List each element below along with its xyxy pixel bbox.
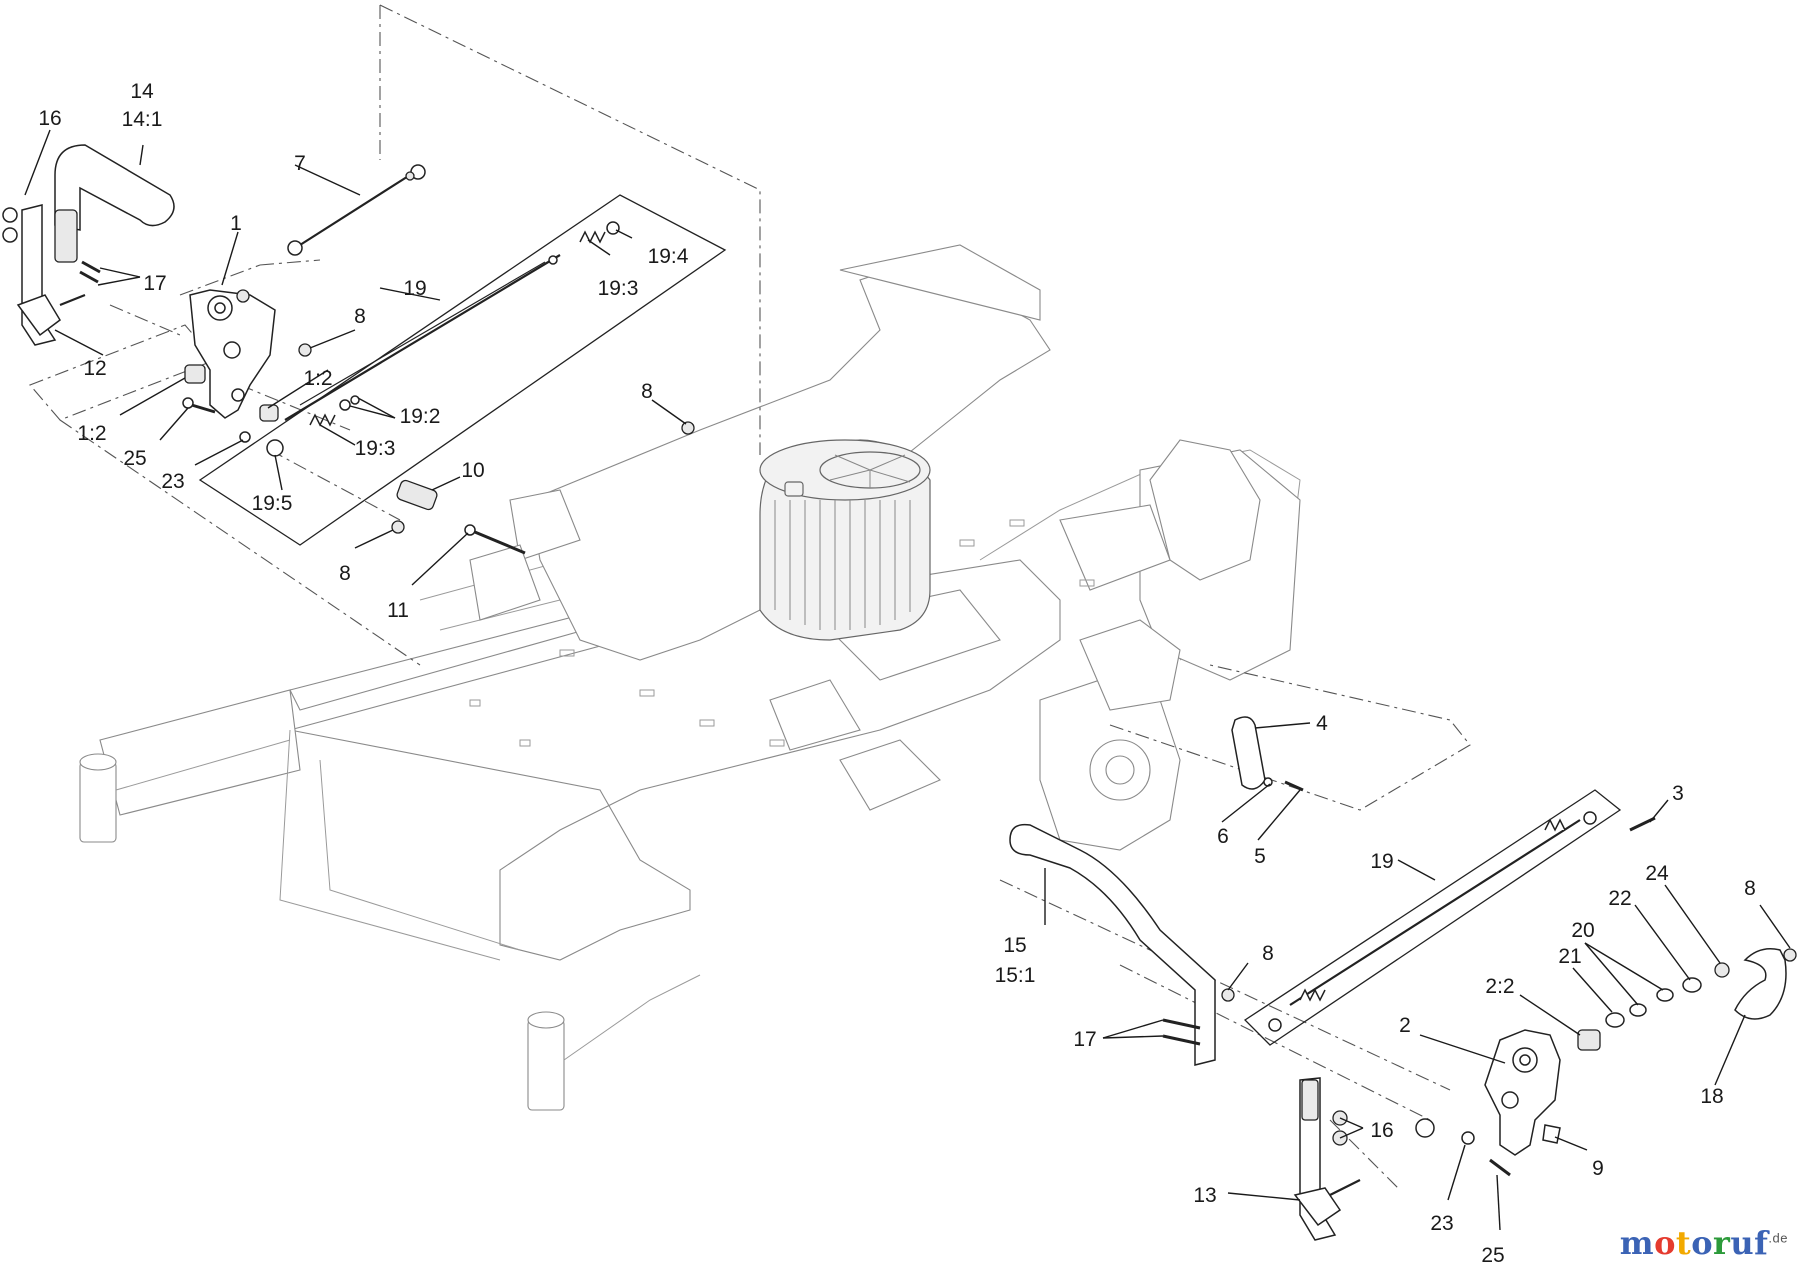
callout-1: 1 — [230, 212, 242, 235]
right-control-assembly — [1009, 716, 1797, 1241]
callout-7: 7 — [294, 152, 306, 175]
leader-lines — [24, 129, 1791, 1231]
callout-19: 19 — [1370, 850, 1393, 873]
callout-18: 18 — [1700, 1085, 1723, 1108]
callout-19-2: 19:2 — [400, 405, 441, 428]
assembly-lines — [29, 4, 1471, 1191]
callout-8: 8 — [1744, 877, 1756, 900]
callout-9: 9 — [1592, 1157, 1604, 1180]
spring-19-3-lower — [309, 413, 336, 427]
left-control-assembly — [2, 144, 695, 555]
callout-2-2: 2:2 — [1485, 975, 1514, 998]
callout-20: 20 — [1571, 919, 1594, 942]
callout-17: 17 — [143, 272, 166, 295]
callout-19-3: 19:3 — [598, 277, 639, 300]
engine-block — [759, 439, 931, 641]
left-motion-control-lever — [54, 144, 175, 231]
callout-3: 3 — [1672, 782, 1684, 805]
callout-16: 16 — [38, 107, 61, 130]
callout-15: 15 — [1003, 934, 1026, 957]
callout-11: 11 — [387, 599, 409, 622]
callout-8: 8 — [339, 562, 351, 585]
callout-14-1: 14:1 — [122, 108, 163, 131]
callout-1-2-left: 1:2 — [77, 422, 106, 445]
callout-25: 25 — [123, 447, 146, 470]
callout-23: 23 — [1430, 1212, 1453, 1235]
cooling-fan — [819, 451, 921, 489]
callout-8: 8 — [1262, 942, 1274, 965]
callout-13: 13 — [1193, 1184, 1216, 1207]
callout-23: 23 — [161, 470, 184, 493]
callout-8: 8 — [354, 305, 366, 328]
callout-6: 6 — [1217, 825, 1229, 848]
callout-16: 16 — [1370, 1119, 1393, 1142]
callout-19-4: 19:4 — [648, 245, 689, 268]
callout-8: 8 — [641, 380, 653, 403]
motoruf-watermark-logo: motoruf.de — [1619, 1224, 1788, 1262]
chassis-frame — [79, 244, 1301, 1111]
callout-10: 10 — [461, 459, 484, 482]
callout-15-1: 15:1 — [995, 964, 1036, 987]
callout-5: 5 — [1254, 845, 1266, 868]
callout-24: 24 — [1645, 862, 1669, 885]
handle-clip — [1734, 948, 1787, 1020]
spring-19-3-upper — [579, 230, 606, 244]
callout-labels: 14 14:1 16 1 7 17 12 1:2 25 23 1:2 8 19 … — [38, 80, 1756, 1267]
callout-4: 4 — [1316, 712, 1328, 735]
callout-12: 12 — [83, 357, 106, 380]
right-motion-control-lever — [1009, 823, 1216, 1066]
callout-22: 22 — [1608, 887, 1631, 910]
right-control-bracket — [1484, 1029, 1561, 1156]
callout-25: 25 — [1481, 1244, 1504, 1267]
callout-19-5: 19:5 — [252, 492, 293, 515]
callout-2: 2 — [1399, 1014, 1411, 1037]
callout-14: 14 — [130, 80, 154, 103]
callout-21: 21 — [1558, 945, 1581, 968]
upper-linkage-box — [198, 194, 727, 546]
callout-19: 19 — [403, 277, 426, 300]
callout-19-3: 19:3 — [355, 437, 396, 460]
callout-17: 17 — [1073, 1028, 1096, 1051]
callout-1-2-right: 1:2 — [303, 367, 332, 390]
